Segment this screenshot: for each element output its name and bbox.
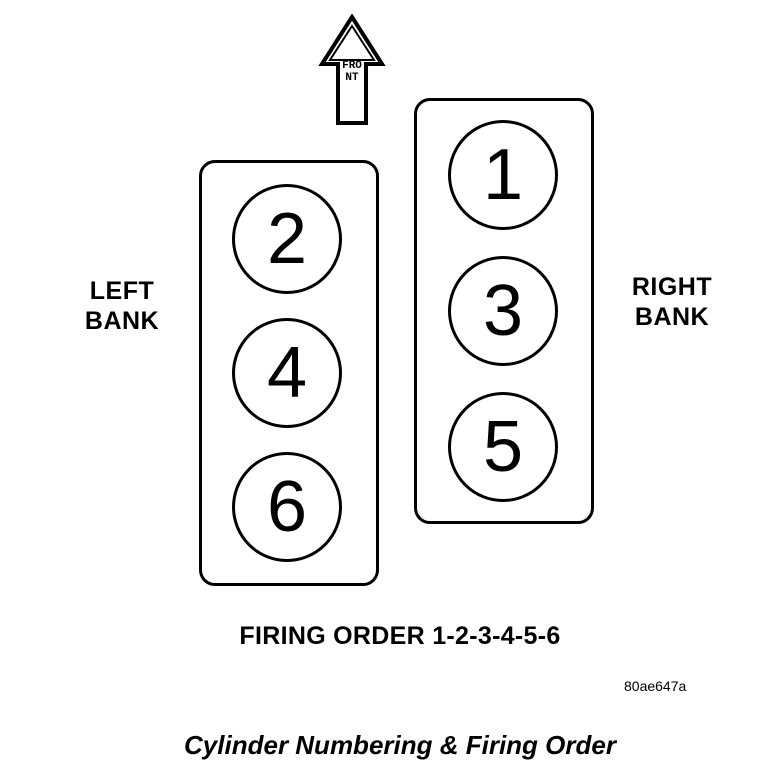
cylinder-6: 6 bbox=[232, 452, 342, 562]
left-bank bbox=[199, 160, 379, 586]
cylinder-5: 5 bbox=[448, 392, 558, 502]
cylinder-3: 3 bbox=[448, 256, 558, 366]
cylinder-4: 4 bbox=[232, 318, 342, 428]
caption: Cylinder Numbering & Firing Order bbox=[184, 730, 616, 760]
right-bank-label-line2: BANK bbox=[634, 303, 710, 331]
right-bank-label-line1: RIGHT bbox=[631, 273, 713, 301]
front-arrow-icon bbox=[318, 14, 386, 125]
cylinder-1: 1 bbox=[448, 120, 558, 230]
left-bank-label-line2: BANK bbox=[84, 307, 160, 335]
front-label: FRONT bbox=[342, 60, 362, 84]
left-bank-label-line1: LEFT bbox=[89, 277, 155, 305]
cylinder-2: 2 bbox=[232, 184, 342, 294]
firing-order: FIRING ORDER 1-2-3-4-5-6 bbox=[239, 622, 561, 650]
left-bank-label: LEFT BANK bbox=[72, 276, 172, 336]
right-bank bbox=[414, 98, 594, 524]
right-bank-label: RIGHT BANK bbox=[616, 272, 728, 332]
figure-id: 80ae647a bbox=[624, 678, 687, 694]
